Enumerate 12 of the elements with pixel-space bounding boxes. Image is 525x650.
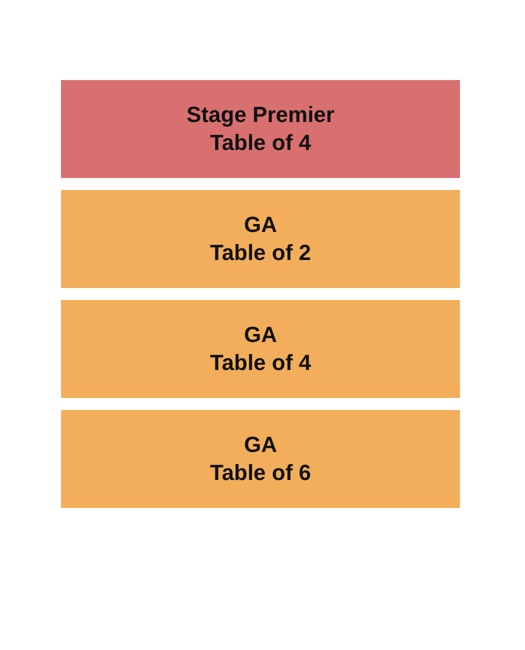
section-name: GA bbox=[244, 431, 277, 459]
section-name: Stage Premier bbox=[186, 101, 334, 129]
seating-section bbox=[61, 190, 460, 288]
seating-section bbox=[61, 300, 460, 398]
table-size: Table of 4 bbox=[210, 349, 312, 377]
seating-section bbox=[61, 80, 460, 178]
table-size: Table of 4 bbox=[210, 129, 312, 157]
seating-section bbox=[61, 410, 460, 508]
table-size: Table of 2 bbox=[210, 239, 312, 267]
table-size: Table of 6 bbox=[210, 459, 312, 487]
section-name: GA bbox=[244, 211, 277, 239]
section-name: GA bbox=[244, 321, 277, 349]
